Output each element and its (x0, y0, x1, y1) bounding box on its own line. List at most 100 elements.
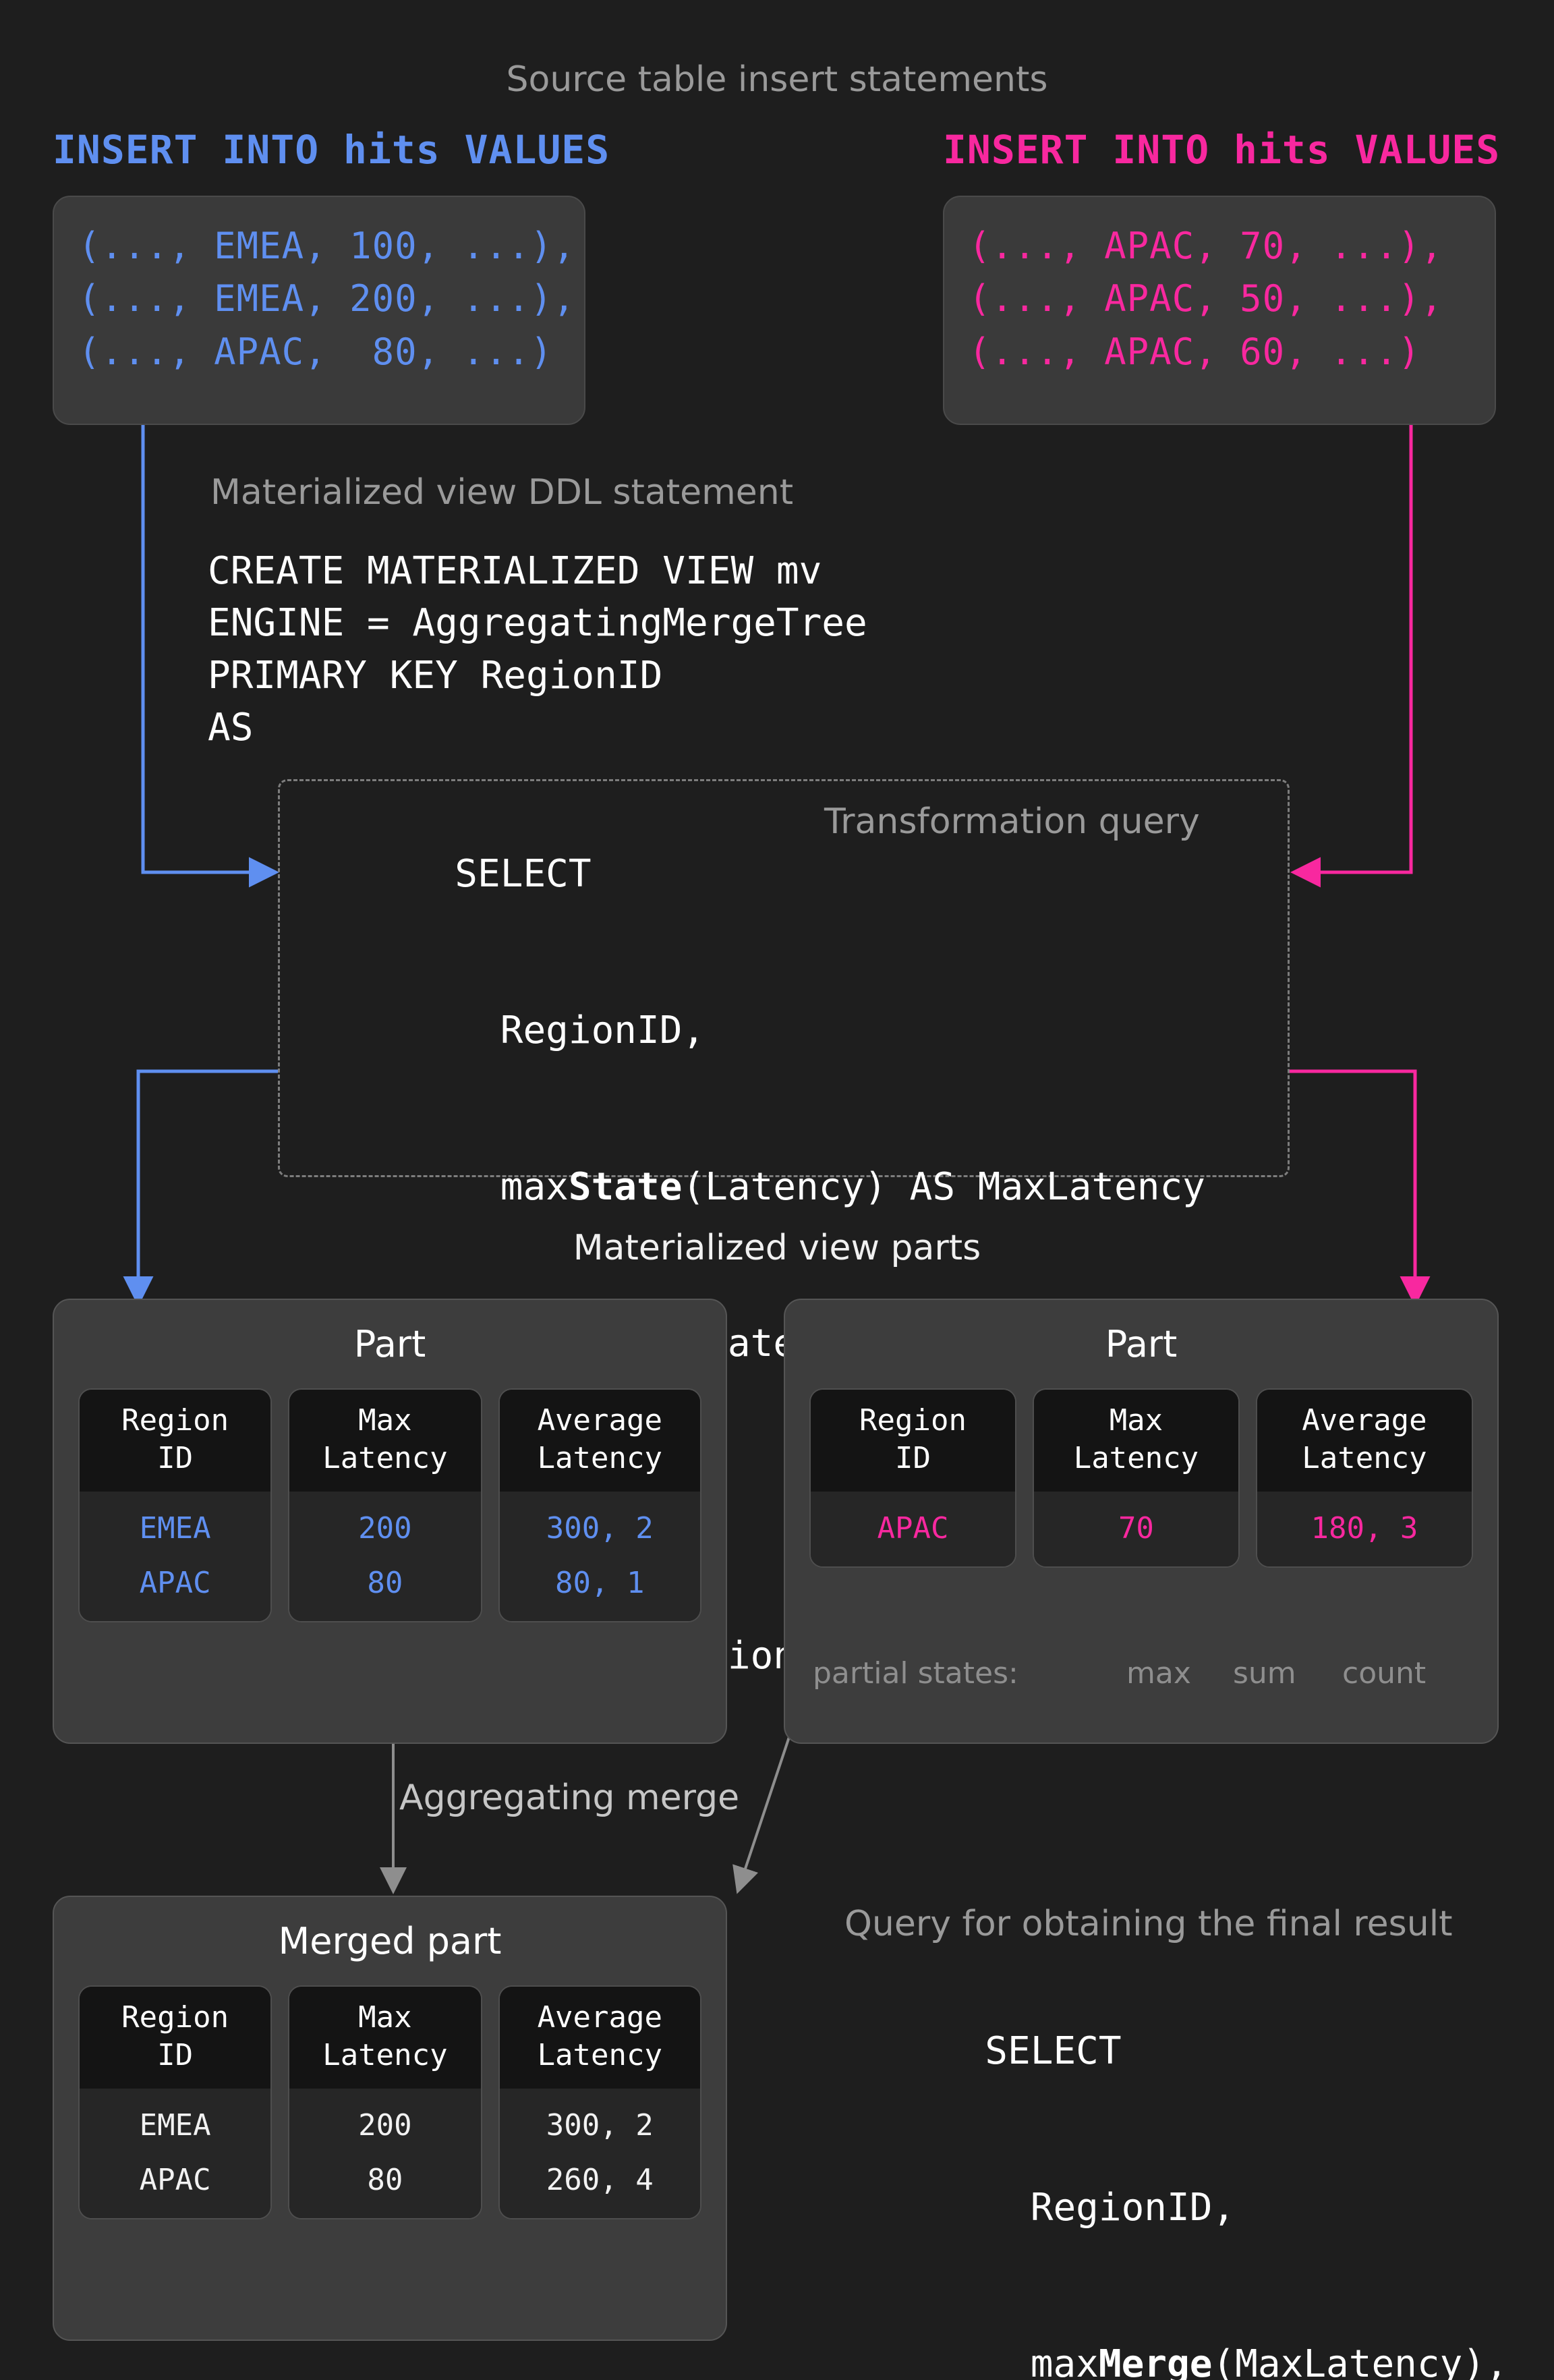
mv-parts-caption: Materialized view parts (573, 1228, 981, 1268)
mv-ddl-caption: Materialized view DDL statement (210, 472, 794, 513)
column-header-line1: Average (1302, 1403, 1427, 1438)
column-header-line2: Latency (537, 1441, 662, 1476)
part-left-title: Part (353, 1323, 426, 1365)
column-body: EMEA APAC (80, 2088, 271, 2219)
mv-ddl-block: CREATE MATERIALIZED VIEW mv ENGINE = Agg… (208, 545, 867, 754)
ddl-line: ENGINE = AggregatingMergeTree (208, 601, 867, 646)
table-cell: APAC (139, 1565, 211, 1600)
partial-states-sum: sum (1233, 1656, 1296, 1691)
fq-post: (MaxLatency), (1212, 2342, 1508, 2380)
column-header-line2: Latency (1073, 1441, 1199, 1476)
table-cell: 300, 2 (546, 1510, 654, 1546)
table-cell: 260, 4 (546, 2162, 654, 2197)
column-header-line2: Latency (322, 1441, 448, 1476)
column-header-line2: ID (157, 2038, 194, 2073)
column-body: 200 80 (289, 1491, 481, 1622)
fq-line: maxMerge(MaxLatency), (848, 2286, 1508, 2380)
final-query-caption: Query for obtaining the final result (844, 1904, 1453, 1944)
column-header-line2: ID (157, 1441, 194, 1476)
column-header-line2: Latency (537, 2038, 662, 2073)
final-query-lines: SELECT RegionID, maxMerge(MaxLatency), a… (848, 1973, 1508, 2380)
column-header-line1: Region (121, 2000, 229, 2035)
table-cell: 200 (358, 2107, 412, 2143)
partial-states-max: max (1126, 1656, 1191, 1691)
tq-pre: max (455, 1164, 569, 1209)
insert-right-row: (..., APAC, 50, ...), (969, 277, 1443, 320)
table-cell: 80 (367, 1565, 403, 1600)
column-body: APAC (811, 1491, 1015, 1566)
merged-part-title: Merged part (278, 1920, 502, 1962)
column-header-line2: Latency (1302, 1441, 1427, 1476)
insert-right-header: INSERT INTO hits VALUES (943, 127, 1501, 173)
aggregating-merge-label: Aggregating merge (399, 1778, 740, 1818)
column-header-line2: ID (894, 1441, 931, 1476)
table-cell: 180, 3 (1311, 1510, 1418, 1546)
column-body: 180, 3 (1257, 1491, 1472, 1566)
insert-left-row: (..., EMEA, 100, ...), (78, 225, 576, 267)
column-header-line1: Max (1109, 1403, 1163, 1438)
insert-right-box: (..., APAC, 70, ...), (..., APAC, 50, ..… (943, 196, 1496, 425)
column-body: 300, 2 80, 1 (499, 1491, 700, 1622)
insert-left-row: (..., APAC, 80, ...) (78, 330, 553, 373)
tq-line: SELECT (318, 796, 1205, 953)
tq-line: maxState(Latency) AS MaxLatency (318, 1109, 1205, 1266)
fq-line: SELECT (848, 1973, 1508, 2130)
table-cell: EMEA (139, 2107, 211, 2143)
insert-left-box: (..., EMEA, 100, ...), (..., EMEA, 200, … (53, 196, 585, 425)
column-header-line2: Latency (322, 2038, 448, 2073)
column-body: EMEA APAC (80, 1491, 271, 1622)
ddl-line: AS (208, 705, 254, 749)
fq-line: RegionID, (848, 2130, 1508, 2286)
table-cell: APAC (877, 1510, 949, 1546)
partial-states-label: partial states: (813, 1656, 1018, 1691)
tq-post: (Latency) AS MaxLatency (682, 1164, 1205, 1209)
column-header-line1: Region (121, 1403, 229, 1438)
column-header-line1: Max (358, 2000, 412, 2035)
table-cell: 200 (358, 1510, 412, 1546)
tq-bold: State (568, 1164, 683, 1209)
transformation-query-caption: Transformation query (824, 801, 1200, 842)
table-cell: 70 (1118, 1510, 1154, 1546)
column-header-line1: Average (537, 2000, 662, 2035)
column-header-line1: Max (358, 1403, 412, 1438)
partial-states-count: count (1342, 1656, 1427, 1691)
transformation-query-box (278, 779, 1290, 1177)
column-body: 70 (1033, 1491, 1238, 1566)
fq-bold: Merge (1098, 2342, 1213, 2380)
table-cell: 80, 1 (555, 1565, 645, 1600)
column-header-line1: Region (859, 1403, 967, 1438)
source-inserts-caption: Source table insert statements (506, 59, 1048, 100)
fq-pre: RegionID, (985, 2186, 1236, 2230)
column-header-line1: Average (537, 1403, 662, 1438)
insert-right-row: (..., APAC, 60, ...) (969, 330, 1421, 373)
table-cell: 300, 2 (546, 2107, 654, 2143)
insert-left-row: (..., EMEA, 200, ...), (78, 277, 576, 320)
table-cell: 80 (367, 2162, 403, 2197)
fq-pre: max (985, 2342, 1099, 2380)
tq-pre: RegionID, (455, 1009, 706, 1053)
table-cell: APAC (139, 2162, 211, 2197)
column-body: 300, 2 260, 4 (499, 2088, 700, 2219)
